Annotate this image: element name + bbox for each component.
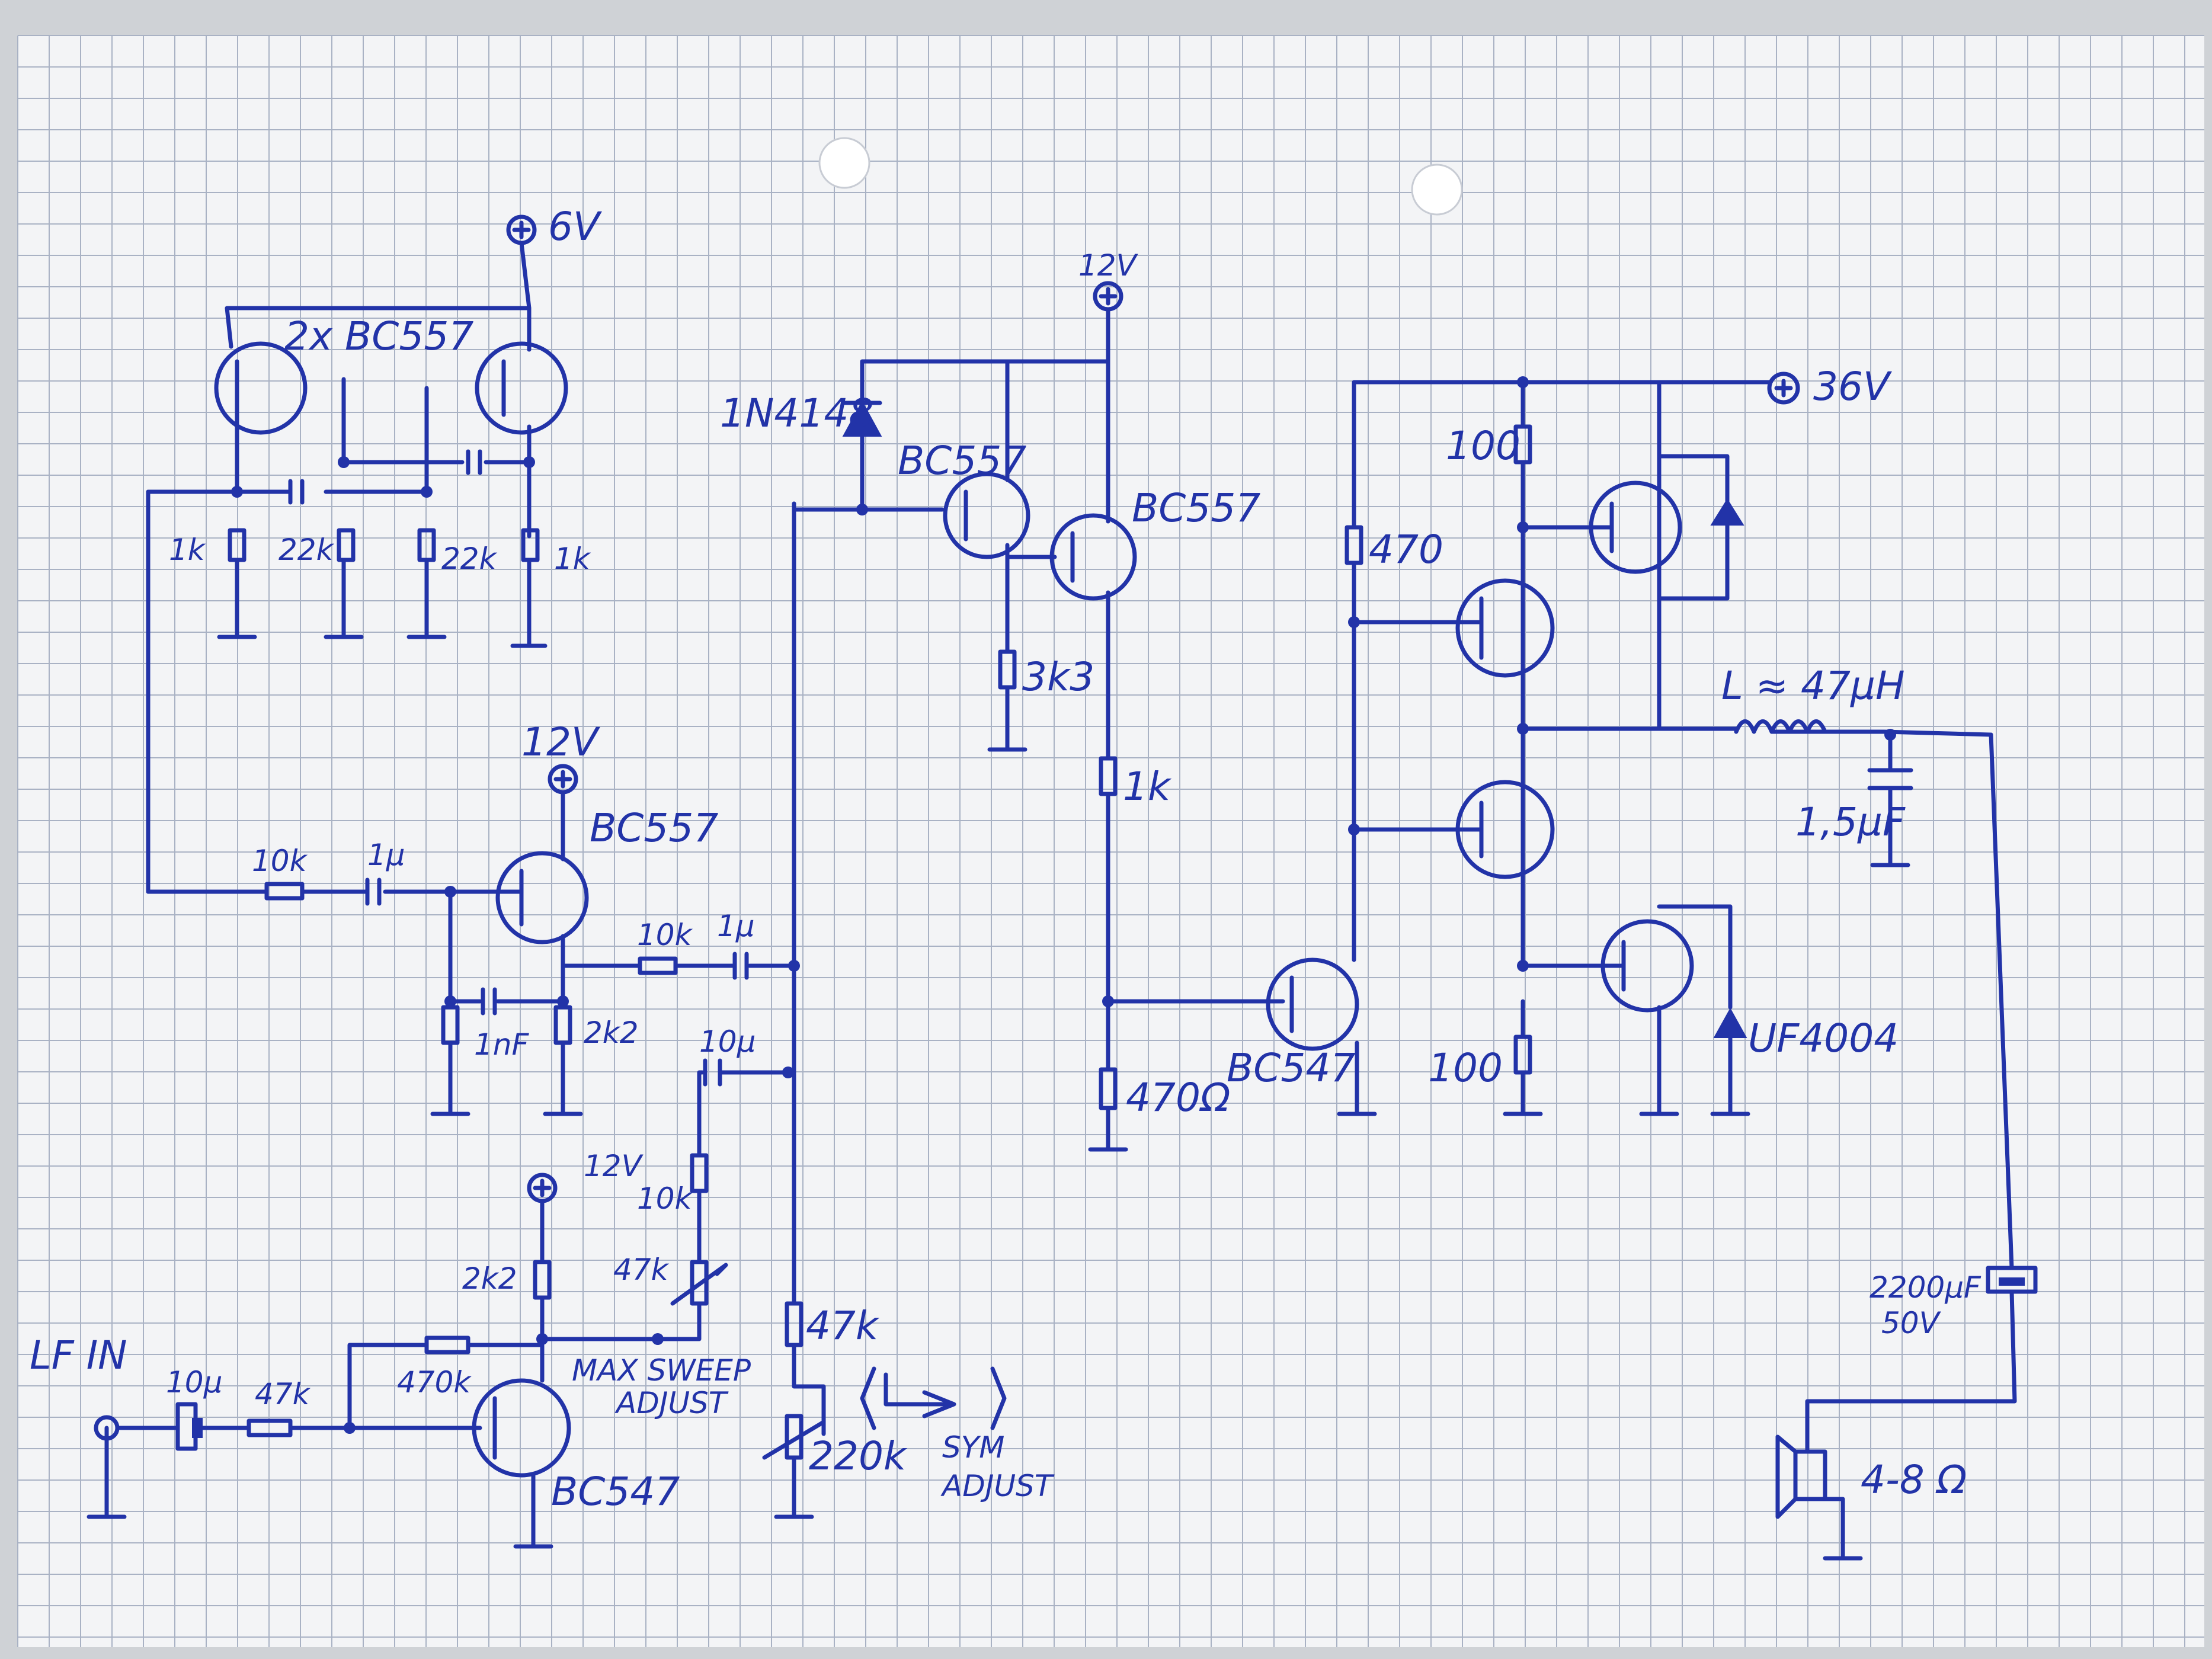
diode-symbol (1710, 498, 1744, 526)
integrator-section: 12V BC557 10k 1µ 1nF 2k2 10k 1µ (252, 719, 800, 1116)
supply-symbol (1767, 371, 1800, 405)
resistor-label: 1k (169, 533, 206, 567)
capacitor-label: 2200µF (1870, 1270, 1981, 1305)
diode-label: 1N4148 (720, 390, 873, 436)
capacitor-label: 1,5µF (1795, 799, 1906, 845)
resistor-label: 100 (1428, 1045, 1503, 1091)
transistor-symbol (495, 851, 589, 944)
resistor-label: 10k (637, 918, 693, 952)
capacitor-label: 1µ (717, 909, 755, 943)
resistor-label: 22k (441, 542, 498, 576)
capacitor-label: 1µ (367, 838, 405, 872)
transistor-label: BC547 (1227, 1045, 1355, 1091)
oscillator-section: 6V 2x BC557 1k 22k 22k 1k (146, 204, 602, 894)
supply-label: 12V (584, 1149, 644, 1183)
resistor-label: 2k2 (462, 1261, 517, 1296)
transistor-label: BC547 (551, 1469, 680, 1514)
transistor-note: 2x BC557 (284, 313, 473, 359)
transistor-symbol (943, 472, 1030, 559)
speaker-label: 4-8 Ω (1861, 1457, 1967, 1503)
sweep-label: ADJUST (614, 1386, 729, 1420)
transistor-symbol (214, 341, 308, 435)
resistor-label: 2k2 (584, 1016, 639, 1050)
transistor-label: BC557 (1132, 485, 1260, 531)
transistor-symbol (1455, 578, 1555, 678)
resistor-label: 22k (278, 533, 335, 567)
output-stage-section: 36V 100 470 L ≈ 47µH 1,5µF UF4004 100 (1345, 364, 2038, 1561)
speaker-icon (1793, 1449, 1827, 1501)
comparator-section: 12V 1N4148 BC557 BC557 3k3 1k 470Ω BC547 (720, 248, 1377, 1152)
resistor-label: 100 (1446, 423, 1520, 469)
capacitor-label: 1nF (474, 1027, 530, 1062)
resistor-label: 10k (637, 1181, 693, 1216)
supply-label: 12V (521, 719, 600, 765)
resistor-label: 10k (252, 844, 308, 878)
grid-lines (17, 35, 2204, 1647)
resistor-label: 1k (1123, 764, 1172, 809)
diode-label: UF4004 (1748, 1016, 1899, 1061)
resistor-label: 47k (255, 1377, 311, 1411)
sym-label: SYM (942, 1430, 1004, 1465)
sweep-label: MAX SWEEP (572, 1353, 751, 1388)
resistor-label: 470Ω (1126, 1075, 1230, 1120)
resistor-label: 470k (397, 1365, 472, 1399)
resistor-label: 47k (806, 1303, 880, 1349)
transistor-symbol (1266, 957, 1359, 1051)
inductor-symbol (1734, 719, 1827, 734)
transistor-label: BC557 (590, 805, 718, 851)
resistor-symbol (424, 1335, 470, 1354)
punch-hole (818, 137, 870, 189)
input-label: LF IN (30, 1333, 127, 1378)
resistor-symbol (337, 528, 356, 562)
input-stage-section: LF IN 10µ 47k 470k BC547 12V 2k2 10µ 10k (30, 501, 1055, 1549)
capacitor-label: 10µ (699, 1024, 756, 1059)
potentiometer-label: 47k (613, 1253, 670, 1287)
capacitor-label: 10µ (166, 1365, 222, 1399)
resistor-label: 1k (554, 542, 591, 576)
capacitor-symbol (1986, 1266, 2038, 1294)
resistor-label: 470 (1369, 527, 1443, 572)
transistor-label: BC557 (898, 438, 1026, 483)
pot-adjust-icon (860, 1366, 1007, 1430)
punch-hole (1411, 164, 1463, 216)
supply-label: 36V (1813, 364, 1892, 409)
potentiometer-label: 220k (809, 1433, 908, 1479)
sym-label: ADJUST (940, 1469, 1055, 1503)
supply-label: 12V (1078, 248, 1139, 283)
supply-label: 6V (548, 204, 602, 249)
resistor-label: 3k3 (1022, 654, 1094, 700)
transistor-symbol (472, 1378, 571, 1478)
inductor-label: L ≈ 47µH (1721, 663, 1905, 709)
capacitor-label: 50V (1881, 1306, 1942, 1340)
transistor-symbol (475, 341, 568, 435)
